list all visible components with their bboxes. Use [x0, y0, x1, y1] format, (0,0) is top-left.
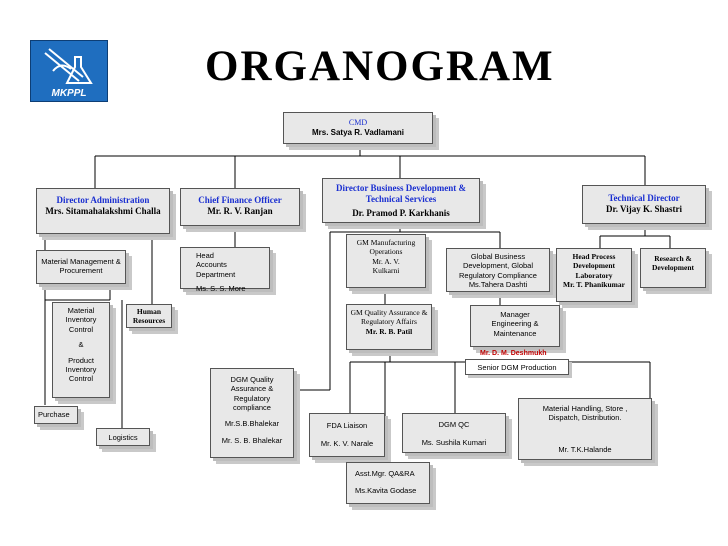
- fda-liaison-name: Mr. K. V. Narale: [320, 439, 374, 449]
- director-admin-role: Director Administration: [56, 195, 150, 205]
- head-accounts-role: Head Accounts Department: [196, 251, 236, 279]
- dgm-quality-role: DGM Quality Assurance & Regulatory compl…: [230, 375, 274, 413]
- global-business-name: Ms.Tahera Dashti: [468, 280, 528, 290]
- human-resources-label: Human Resources: [132, 307, 166, 326]
- gm-quality-role: GM Quality Assurance & Regulatory Affair…: [350, 308, 428, 327]
- flask-icon: [44, 48, 93, 84]
- gm-quality-name: Mr. R. B. Patil: [365, 326, 413, 336]
- gm-manufacturing-name: Mr. A. V. Kulkarni: [372, 256, 400, 276]
- dgm-qc-box: DGM QC Ms. Sushila Kumari: [402, 413, 506, 453]
- material-inventory-label: Material Inventory Control: [65, 306, 97, 334]
- logo-text: MKPPL: [51, 88, 87, 99]
- overlapped-name-text: Mr. D. M. Deshmukh: [480, 350, 547, 357]
- material-handling-box: Material Handling, Store , Dispatch, Dis…: [518, 398, 652, 460]
- human-resources-box: Human Resources: [126, 304, 172, 328]
- director-bd-box: Director Business Development & Technica…: [322, 178, 480, 223]
- gm-manufacturing-role: GM Manufacturing Operations: [356, 238, 416, 257]
- fda-liaison-box: FDA Liaison Mr. K. V. Narale: [309, 413, 385, 457]
- gm-quality-box: GM Quality Assurance & Regulatory Affair…: [346, 304, 432, 350]
- material-inventory-amp: &: [78, 340, 84, 350]
- material-management-box: Material Management & Procurement: [36, 250, 126, 284]
- head-process-box: Head Process Development Laboratory Mr. …: [556, 248, 632, 302]
- mkppl-logo: MKPPL: [30, 40, 108, 102]
- material-inventory-box: Material Inventory Control & Product Inv…: [52, 302, 110, 398]
- director-bd-role: Director Business Development & Technica…: [336, 183, 466, 205]
- director-admin-name: Mrs. Sitamahalakshmi Challa: [45, 206, 161, 217]
- cmd-role: CMD: [348, 118, 368, 127]
- dgm-quality-box: DGM Quality Assurance & Regulatory compl…: [210, 368, 294, 458]
- manager-engineering-box: Manager Engineering & Maintenance: [470, 305, 560, 347]
- cfo-role: Chief Finance Officer: [198, 195, 282, 205]
- cmd-box: CMD Mrs. Satya R. Vadlamani: [283, 112, 433, 144]
- cfo-name: Mr. R. V. Ranjan: [207, 206, 273, 217]
- purchase-box: Purchase: [34, 406, 78, 424]
- global-business-role: Global Business Development, Global Regu…: [459, 252, 537, 280]
- gm-manufacturing-box: GM Manufacturing Operations Mr. A. V. Ku…: [346, 234, 426, 288]
- logistics-box: Logistics: [96, 428, 150, 446]
- cmd-name: Mrs. Satya R. Vadlamani: [311, 128, 405, 137]
- logistics-label: Logistics: [108, 433, 138, 442]
- technical-director-role: Technical Director: [608, 193, 680, 203]
- asst-mgr-name: Ms.Kavita Godase: [355, 486, 417, 496]
- product-inventory-label: Product Inventory Control: [65, 355, 97, 384]
- head-process-role: Head Process Development Laboratory: [572, 252, 616, 280]
- head-accounts-box: Head Accounts Department Ms. S. S. More: [180, 247, 270, 293]
- technical-director-name: Dr. Vijay K. Shastri: [606, 204, 682, 215]
- head-accounts-name: Ms. S. S. More: [196, 284, 246, 294]
- cfo-box: Chief Finance Officer Mr. R. V. Ranjan: [180, 188, 300, 226]
- technical-director-box: Technical Director Dr. Vijay K. Shastri: [582, 185, 706, 224]
- head-process-name: Mr. T. Phanikumar: [563, 280, 625, 290]
- dgm-quality-name2: Mr. S. B. Bhalekar: [221, 435, 283, 445]
- dgm-qc-name: Ms. Sushila Kumari: [421, 438, 487, 448]
- director-bd-name: Dr. Pramod P. Karkhanis: [352, 207, 450, 218]
- dgm-quality-name1: Mr.S.B.Bhalekar: [224, 418, 280, 428]
- page-title: ORGANOGRAM: [205, 43, 555, 90]
- material-management-label: Material Management & Procurement: [41, 257, 121, 276]
- fda-liaison-role: FDA Liaison: [326, 421, 368, 430]
- research-label: Research & Development: [651, 254, 695, 273]
- senior-dgm-label: Senior DGM Production: [477, 363, 557, 372]
- director-admin-box: Director Administration Mrs. Sitamahalak…: [36, 188, 170, 234]
- asst-mgr-role: Asst.Mgr. QA&RA: [355, 469, 415, 478]
- global-business-box: Global Business Development, Global Regu…: [446, 248, 550, 292]
- manager-engineering-label: Manager Engineering & Maintenance: [491, 310, 539, 338]
- material-handling-role: Material Handling, Store , Dispatch, Dis…: [542, 404, 628, 423]
- senior-dgm-box: Senior DGM Production: [465, 359, 569, 375]
- purchase-label: Purchase: [38, 410, 70, 419]
- asst-mgr-box: Asst.Mgr. QA&RA Ms.Kavita Godase: [346, 462, 430, 504]
- research-box: Research & Development: [640, 248, 706, 288]
- dgm-qc-role: DGM QC: [438, 420, 470, 429]
- material-handling-name: Mr. T.K.Halande: [558, 444, 612, 454]
